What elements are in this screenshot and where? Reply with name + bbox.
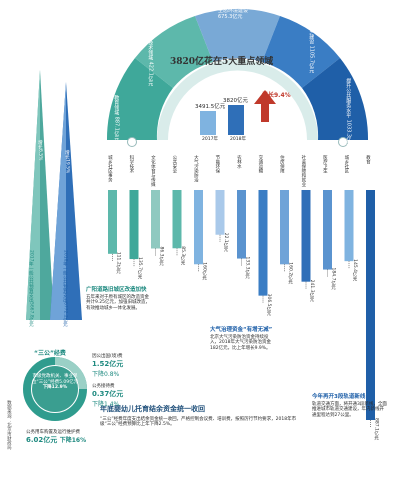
annotation-year-end: 年底婴幼儿托育结余资金统一收回 “三公”经费年度支出结余资金统一收回，严格控制会… — [100, 404, 300, 428]
arc-label-urban: 城乡建设 1105.7亿元 — [308, 24, 315, 74]
sangong-item2: 公务接待费 0.37亿元 下降1.4% — [92, 384, 124, 409]
column-value: 184.7亿元 — [331, 268, 337, 291]
column-bar — [108, 190, 117, 254]
sangong-donut — [23, 357, 87, 421]
annotation-subway: 今年再开3段轨道新线 轨道交通方面，将开通3段新线，全面推进城市轨道交通建设，年… — [312, 392, 388, 418]
column-value: 85.3亿元 — [180, 246, 186, 266]
column-bar — [280, 190, 289, 265]
column-bar — [258, 190, 268, 296]
column-bar — [172, 190, 182, 249]
column-title: 城乡社区事务 — [107, 155, 113, 182]
sangong-title: “三公”经费 — [34, 350, 66, 357]
column-value: 887.1亿元 — [374, 418, 380, 441]
column-title: 城乡社区 — [343, 155, 349, 173]
column-title: 大气污染防治 — [193, 155, 199, 182]
growth-arrow-icon — [254, 90, 276, 122]
guangming-text: 五年来对于原有城区的改造资金共计9.25亿元，加强旧城改造，有效推动城乡一体化发… — [86, 295, 151, 311]
dqi-title: 大气治理资金“有增无减” — [210, 327, 273, 333]
sangong-item1: 因公出国(境)费 1.52亿元 下降0.8% — [92, 354, 124, 379]
credit: 数据来源：北京市财政局 — [6, 400, 12, 450]
sangong-item3: 公务用车购置及运行维护费 6.02亿元 下降16% — [26, 430, 87, 445]
bar-2018-value: 3820亿元 — [223, 98, 248, 104]
column-title: 科学技术 — [128, 155, 134, 173]
column-bar — [129, 190, 139, 260]
column-value: 145.4亿元 — [352, 259, 358, 282]
year-end-text: “三公”经费年度支出结余资金统一收回，严格控制会议费、培训费，按照厉行节约要求，… — [100, 417, 297, 428]
column-bar — [237, 190, 246, 259]
arc-seg-urban — [262, 16, 340, 88]
column-title: 社会保障和就业 — [300, 155, 306, 187]
column-value: 241.3亿元 — [309, 280, 315, 303]
column-bar — [366, 190, 375, 420]
column-title: 公共安全 — [171, 155, 177, 173]
year-end-title: 年底婴幼儿托育结余资金统一收回 — [100, 404, 205, 413]
annotation-dqi: 大气治理资金“有增无减” 北京大气污染防治资金持续投入，2018年大气污染防治资… — [210, 325, 276, 351]
hero-title: 3820亿花在5大重点领域 — [170, 57, 274, 67]
spire-right-growth: 增长19.5% — [64, 150, 70, 174]
column-title: 农林水 — [236, 155, 242, 169]
bar-2018 — [228, 105, 244, 135]
column-title: 住房保障 — [279, 155, 285, 173]
column-value: 111.2亿元 — [116, 252, 122, 275]
spire-right-label: 2018年一般公共预算支出6772.2亿元 — [62, 250, 68, 327]
category-columns: 111.2亿元 135.7亿元 86.3亿元 85.3亿元 160亿元 22.1亿元 133… — [108, 190, 380, 441]
arc-seg-public-service — [302, 58, 369, 140]
arc-label-public: 提升公共服务水平 1033.3亿元 — [345, 78, 352, 148]
column-value: 160亿元 — [202, 262, 208, 281]
column-bar — [323, 190, 332, 270]
column-bar — [151, 190, 160, 249]
arc-seg-education — [106, 58, 173, 140]
column-title: 节能环保 — [214, 155, 220, 173]
spending-arc — [106, 8, 369, 147]
column-title: 医疗卫生 — [322, 155, 328, 173]
year-2018-label: 2018年 — [230, 137, 246, 142]
column-bar — [301, 190, 311, 282]
subway-text: 轨道交通方面，将开通3段新线，全面推进城市轨道交通建设，年内新线开通里程达到27… — [312, 402, 387, 418]
column-bar — [215, 190, 225, 235]
budget-spires — [26, 70, 82, 320]
spire-left-label: 2017年一般公共预算支出5667.8亿元 — [28, 250, 34, 327]
column-bar — [344, 190, 354, 262]
bar-2017-value: 3491.5亿元 — [195, 104, 226, 110]
column-title: 文化体育与传媒 — [150, 155, 156, 187]
sangong-center: 市级党政机关、事业单位“三公”经费5.09亿元 下降12.9% — [31, 374, 79, 391]
bar-2017 — [200, 111, 216, 135]
year-2017-label: 2017年 — [202, 137, 218, 142]
column-value: 135.7亿元 — [137, 257, 143, 280]
arc-seg-ecology — [195, 8, 280, 62]
column-value: 86.3亿元 — [159, 246, 165, 266]
spire-left-growth: 增长6.5% — [37, 140, 43, 161]
column-title: 教育 — [365, 155, 371, 164]
dqi-text: 北京大气污染防治资金持续投入，2018年大气污染防治资金182亿元，比上年增长9… — [210, 335, 271, 351]
column-value: 133.3亿元 — [245, 257, 251, 280]
hero-growth: 增长9.4% — [262, 92, 291, 99]
column-value: 22.1亿元 — [223, 233, 229, 253]
column-title: 交通运输 — [257, 155, 263, 173]
column-value: 306.5亿元 — [266, 294, 272, 317]
column-value: 160.2亿元 — [288, 262, 294, 285]
subway-title: 今年再开3段轨道新线 — [312, 394, 366, 400]
arc-label-education: 教育领域 887.1亿元 — [113, 95, 120, 141]
column-bar — [194, 190, 203, 265]
arc-seg-science — [135, 16, 213, 88]
annotation-guangming: 广阳道路旧城区改造加快 五年来对于原有城区的改造资金共计9.25亿元，加强旧城改… — [86, 285, 152, 311]
arc-label-science: 科学技术领域 422.1亿元 — [147, 30, 154, 86]
guangming-title: 广阳道路旧城区改造加快 — [86, 287, 147, 293]
